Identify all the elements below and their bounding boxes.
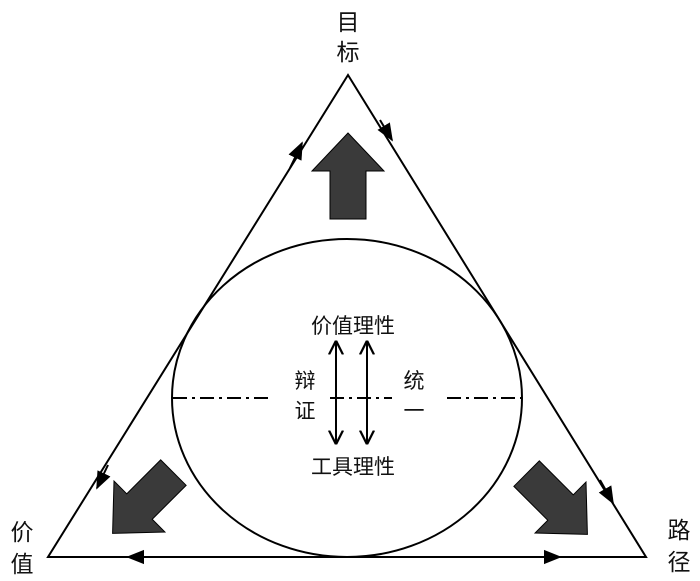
label-goal-1: 目 [337,10,360,36]
block-arrow-down-right [513,460,588,535]
edge-arrow-left-up [288,141,303,169]
edge-arrow-right-top [377,119,393,142]
label-goal-2: 标 [337,40,360,66]
label-unity-1: 统 [404,369,425,393]
label-path-1: 路 [668,518,691,544]
label-path-2: 径 [668,550,691,576]
label-dialectic-2: 证 [295,399,316,423]
label-value-1: 价 [11,520,34,546]
central-ellipse [171,238,523,558]
edge-arrow-left-down [96,464,111,490]
block-arrow-down-left [112,459,187,534]
block-arrow-up [310,132,386,220]
block-arrows [112,132,588,535]
label-value-rationality: 价值理性 [311,314,395,338]
label-unity-2: 一 [404,399,425,423]
edge-arrow-right-bottom [598,479,614,505]
label-dialectic-1: 辩 [295,369,316,393]
label-value-2: 值 [11,552,34,578]
label-instrumental-rationality: 工具理性 [311,455,395,479]
